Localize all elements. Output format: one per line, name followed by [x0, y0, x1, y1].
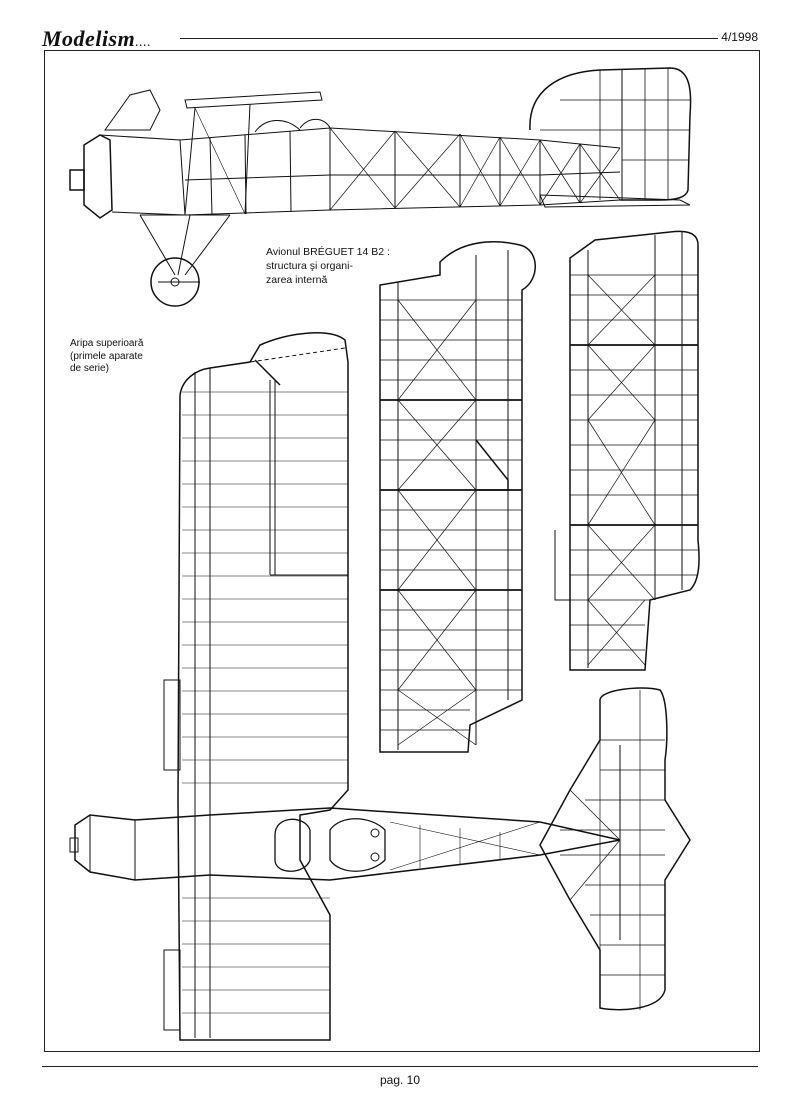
side-view-drawing: [70, 68, 691, 306]
page-number: pag. 10: [379, 1073, 421, 1087]
lower-wing-panel-drawing: [380, 242, 535, 752]
drawing-frame: [44, 50, 760, 1052]
wing-caption: Aripa superioară (primele aparate de ser…: [70, 338, 180, 376]
header-rule: [180, 38, 718, 39]
logo-text: Modelism: [42, 26, 136, 51]
aircraft-caption-line-1: Avionul BRÉGUET 14 B2 :: [266, 246, 390, 258]
aircraft-caption-line-2: structura şi organi-: [266, 260, 353, 272]
issue-number: 4/1998: [721, 30, 758, 44]
wing-caption-line-1: Aripa superioară: [70, 338, 144, 349]
magazine-logo: Modelism....: [42, 26, 151, 52]
logo-dots: ....: [135, 35, 152, 50]
wing-caption-line-3: de serie): [70, 363, 109, 374]
footer-rule: [42, 1066, 758, 1067]
plan-view-drawing: [70, 333, 690, 1040]
upper-wing-panel-drawing: [555, 231, 699, 670]
aircraft-caption: Avionul BRÉGUET 14 B2 : structura şi org…: [266, 245, 396, 287]
wing-caption-line-2: (primele aparate: [70, 350, 143, 362]
aircraft-caption-line-3: zarea internă: [266, 274, 328, 286]
